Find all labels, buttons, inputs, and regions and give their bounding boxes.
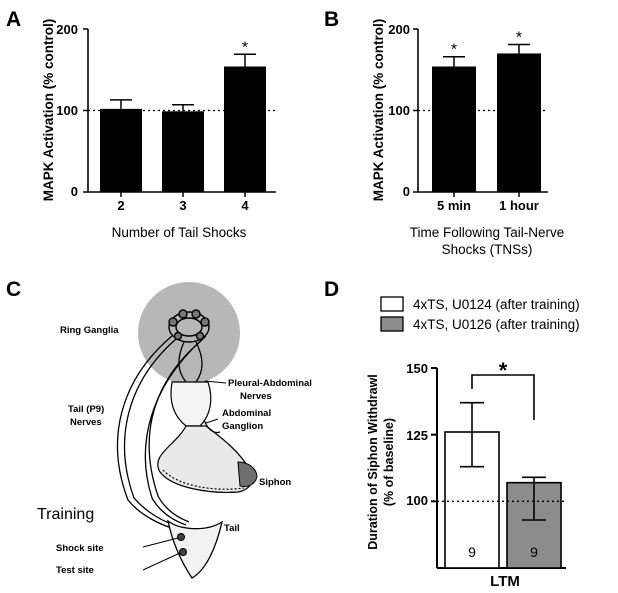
label-abdominal: Abdominal (222, 408, 271, 419)
panel-a-ytick-200: 200 (56, 22, 78, 37)
panel-c: C (6, 278, 312, 579)
panel-d-letter: D (324, 278, 339, 301)
panel-d: D 4xTS, U0124 (after training) 4xTS, U01… (324, 278, 580, 590)
siphon-drawing (237, 461, 258, 487)
label-shock-site: Shock site (56, 543, 104, 554)
legend-label-u0124: 4xTS, U0124 (after training) (413, 297, 580, 312)
shock-site-dot (177, 533, 185, 541)
abdominal-ganglion-drawing (157, 381, 253, 493)
panel-b-ytick-labels: 0 100 200 (388, 22, 410, 199)
panel-a-ytick-100: 100 (56, 103, 78, 118)
legend-swatch-u0126 (380, 316, 404, 332)
label-abdominal-ganglion: Ganglion (222, 421, 263, 432)
tail-drawing (167, 519, 223, 579)
ring-ganglia-circle (138, 282, 240, 384)
significance-bracket (471, 374, 535, 420)
panel-b-significance-1: * (516, 29, 522, 46)
panel-a-bar-3 (162, 111, 204, 192)
panel-d-xtick-ltm: LTM (490, 573, 520, 590)
panel-b-xtick-labels: 5 min 1 hour (437, 198, 539, 213)
panel-b-xlabel-line1: Time Following Tail-Nerve (410, 225, 565, 240)
tail-nerves-drawing (116, 335, 207, 531)
panel-a-xtick-4: 4 (241, 198, 249, 213)
label-pleural-abdominal: Pleural-Abdominal (228, 378, 312, 389)
panel-a: A MAPK Activation (% control) 0 100 200 … (6, 8, 276, 240)
panel-b-letter: B (324, 8, 339, 31)
panel-a-ytick-0: 0 (71, 184, 78, 199)
panel-b-xlabel-line2: Shocks (TNSs) (442, 242, 533, 257)
panel-a-letter: A (6, 8, 21, 31)
panel-b-bar-5-min (432, 66, 476, 192)
panel-a-xtick-3: 3 (179, 198, 186, 213)
panel-a-significance-2: * (242, 39, 248, 56)
label-test-site: Test site (56, 565, 94, 576)
callout-lines (142, 380, 227, 571)
panel-d-ytick-labels: 100 125 150 (406, 361, 428, 508)
panel-b-significance-0: * (451, 42, 457, 59)
panel-b-ytick-200: 200 (388, 22, 410, 37)
panel-b-ylabel: MAPK Activation (% control) (371, 19, 386, 202)
label-training: Training (37, 506, 94, 523)
panel-a-ytick-labels: 0 100 200 (56, 22, 78, 199)
panel-b: B MAPK Activation (% control) 0 100 200 … (324, 8, 564, 257)
panel-a-bar-4 (224, 66, 266, 192)
panel-d-marks (431, 367, 566, 569)
label-pleural-abdominal-nerves: Nerves (240, 391, 272, 402)
significance-star-d: * (499, 358, 508, 383)
panel-b-ytick-0: 0 (403, 184, 410, 199)
panel-d-ylabel-line1: Duration of Siphon Withdrawl (366, 374, 380, 550)
pleural-abdominal-nerves-drawing (178, 341, 203, 383)
panel-a-xtick-2: 2 (117, 198, 124, 213)
panel-d-ylabel-line2: (% of baseline) (382, 418, 396, 506)
panel-d-legend: 4xTS, U0124 (after training) 4xTS, U0126… (380, 296, 580, 332)
panel-a-bar-2 (100, 108, 142, 192)
label-tail-p9: Tail (P9) (68, 404, 104, 415)
legend-swatch-u0124 (380, 296, 404, 312)
panel-c-letter: C (6, 278, 21, 301)
panel-b-bar-1-hour (497, 53, 541, 193)
label-tail: Tail (224, 523, 240, 534)
panel-b-xtick-1hour: 1 hour (499, 198, 539, 213)
legend-label-u0126: 4xTS, U0126 (after training) (413, 317, 580, 332)
panel-d-ytick-125: 125 (406, 428, 428, 443)
panel-d-n-u0124: 9 (468, 544, 476, 560)
panel-a-ylabel: MAPK Activation (% control) (41, 19, 56, 202)
panel-a-xtick-labels: 2 3 4 (117, 198, 249, 213)
ring-ganglia-drawing (168, 309, 210, 343)
panel-b-ytick-100: 100 (388, 103, 410, 118)
panel-d-ytick-100: 100 (406, 493, 428, 508)
label-tail-p9-nerves: Nerves (70, 417, 102, 428)
panel-d-n-u0126: 9 (530, 544, 538, 560)
panel-a-xlabel: Number of Tail Shocks (112, 225, 247, 240)
test-site-dot (179, 548, 187, 556)
label-siphon: Siphon (259, 477, 291, 488)
label-ring-ganglia: Ring Ganglia (60, 325, 119, 336)
panel-a-marks: * (83, 28, 276, 197)
panel-d-ytick-150: 150 (406, 361, 428, 376)
panel-b-xtick-5min: 5 min (437, 198, 471, 213)
panel-b-marks: ** (413, 28, 548, 197)
panel-c-labels: Ring Ganglia Pleural-Abdominal Nerves Ab… (56, 325, 312, 576)
